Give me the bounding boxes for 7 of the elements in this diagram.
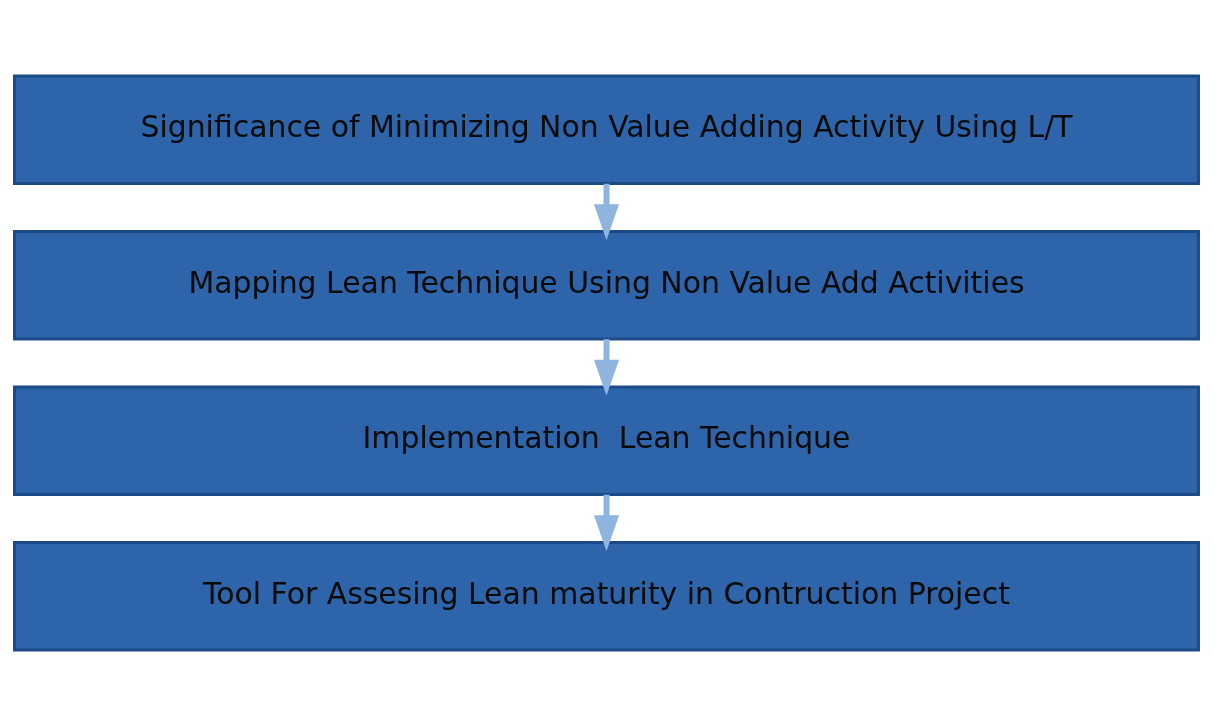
arrow bbox=[593, 183, 620, 241]
arrow bbox=[593, 494, 620, 552]
arrow bbox=[593, 339, 620, 396]
node-box: Mapping Lean Technique Using Non Value Add Activities bbox=[13, 229, 1200, 341]
node-box: Implementation Lean Technique bbox=[13, 385, 1200, 497]
node-box: Tool For Assesing Lean maturity in Contruction Project bbox=[13, 540, 1200, 652]
node-box: Significance of Minimizing Non Value Adding Activity Using L/T bbox=[13, 74, 1200, 186]
